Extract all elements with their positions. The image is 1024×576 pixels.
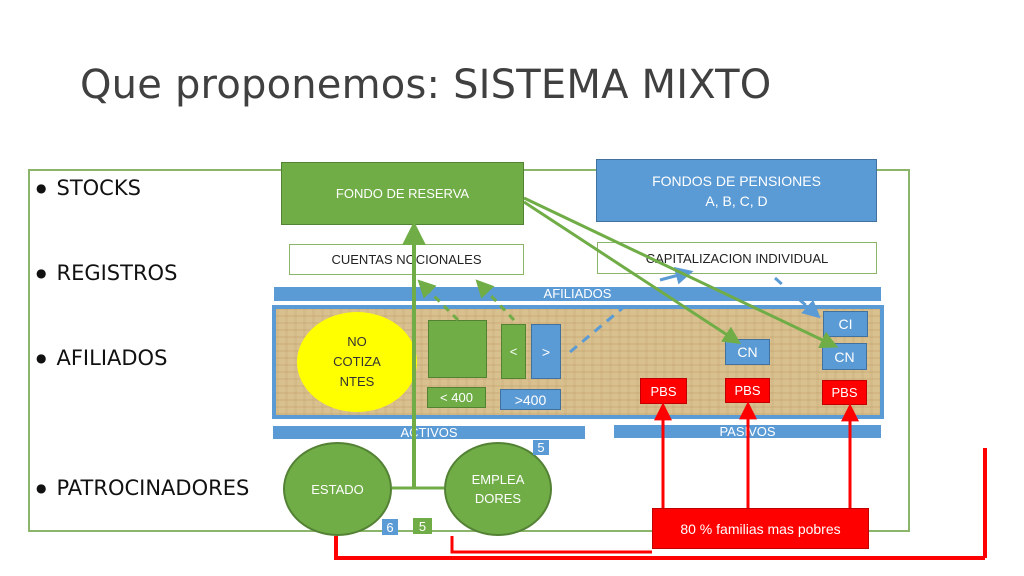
tag-5-top: 5	[533, 440, 549, 455]
arrow-reserva-to-cn2	[523, 196, 839, 348]
dashed-arrow-to-ci	[774, 276, 821, 319]
capitalizacion-individual-box: CAPITALIZACION INDIVIDUAL	[597, 242, 877, 274]
dashed-arrow-less	[475, 279, 516, 322]
lt400-label-box: < 400	[427, 387, 486, 408]
bullet-label: PATROCINADORES	[56, 476, 250, 500]
dashed-arrow-lt400	[417, 279, 460, 322]
page-title: Que proponemos: SISTEMA MIXTO	[80, 62, 772, 108]
no-cotizantes-line: NTES	[339, 374, 375, 389]
fondos-de-pensiones-title: FONDOS DE PENSIONES	[652, 172, 821, 189]
bullet-dot-icon: ●	[36, 181, 47, 195]
tag-5-bottom: 5	[413, 518, 432, 534]
estado-circle: ESTADO	[283, 442, 392, 536]
red-line-estado	[334, 536, 985, 560]
group-lt400-square	[428, 320, 487, 378]
bullet-label: STOCKS	[56, 176, 141, 200]
fondos-de-pensiones-types: A, B, C, D	[705, 192, 768, 209]
less-than-box: <	[501, 324, 526, 379]
familias-pobres-box: 80 % familias mas pobres	[652, 508, 869, 549]
no-cotizantes-line: COTIZA	[333, 354, 381, 369]
bullet-stocks: ● STOCKS	[36, 176, 141, 200]
cuentas-nocionales-box: CUENTAS NOCIONALES	[289, 244, 524, 275]
bullet-registros: ● REGISTROS	[36, 261, 177, 285]
gt400-label-box: >400	[500, 389, 561, 410]
bullet-label: AFILIADOS	[56, 346, 168, 370]
no-cotizantes-circle: NO COTIZA NTES	[297, 312, 417, 412]
pbs-box-3: PBS	[822, 380, 867, 405]
arrow-reserva-to-cn1	[523, 200, 742, 344]
bullet-dot-icon: ●	[36, 481, 47, 495]
red-line-empleadores	[450, 536, 652, 554]
fondos-de-pensiones-box: FONDOS DE PENSIONES A, B, C, D	[596, 159, 877, 222]
dashed-arrow-greater	[569, 304, 626, 354]
bullet-dot-icon: ●	[36, 351, 47, 365]
bullet-patrocinadores: ● PATROCINADORES	[36, 476, 249, 500]
bullet-afiliados: ● AFILIADOS	[36, 346, 167, 370]
tag-6: 6	[382, 519, 398, 535]
bullet-label: REGISTROS	[56, 261, 178, 285]
empleadores-line: EMPLEA	[471, 472, 525, 487]
cn-box-2: CN	[822, 343, 867, 370]
bullet-dot-icon: ●	[36, 266, 47, 280]
empleadores-line: DORES	[474, 491, 522, 506]
greater-than-box: >	[531, 324, 561, 379]
empleadores-circle: EMPLEA DORES	[444, 442, 552, 536]
pbs-box-2: PBS	[725, 378, 770, 403]
no-cotizantes-line: NO	[347, 334, 367, 349]
pbs-box-1: PBS	[640, 378, 687, 404]
